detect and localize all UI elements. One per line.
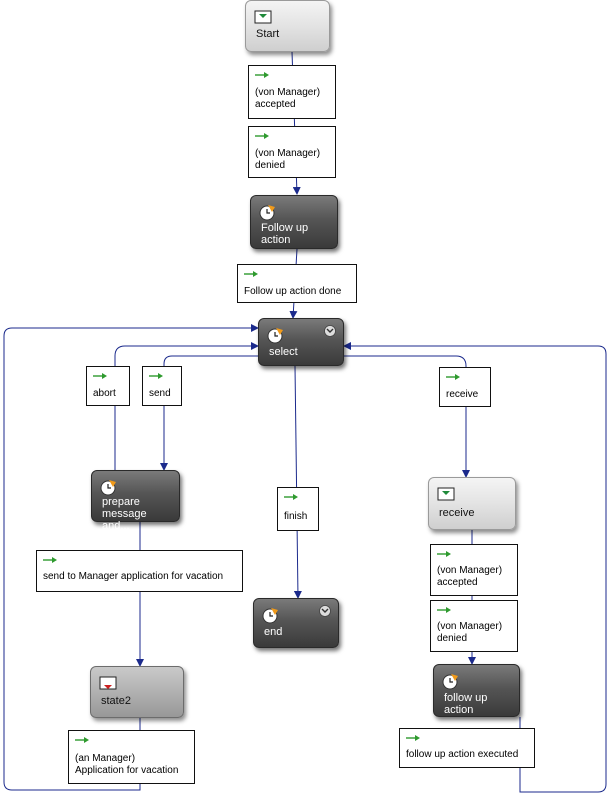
clock-icon bbox=[259, 205, 275, 221]
green-arrow-icon bbox=[255, 133, 269, 139]
guard-send[interactable]: send bbox=[142, 366, 182, 406]
state-label: state2 bbox=[101, 695, 131, 707]
state-follow-up-action[interactable]: Follow up action bbox=[250, 195, 338, 249]
state-label: Start bbox=[256, 28, 280, 40]
expand-icon[interactable] bbox=[319, 605, 331, 617]
guard-an-manager[interactable]: (an Manager) Application for vacation bbox=[68, 730, 195, 784]
envelope-icon bbox=[99, 676, 117, 690]
state-label: select bbox=[269, 346, 298, 358]
guard-accepted-top[interactable]: (von Manager) accepted bbox=[248, 65, 336, 119]
clock-icon bbox=[100, 480, 116, 496]
edge-prepare-abort-to-select bbox=[114, 342, 259, 470]
envelope-icon bbox=[254, 10, 272, 24]
guard-text: (an Manager) Application for vacation bbox=[75, 753, 179, 776]
green-arrow-icon bbox=[255, 72, 269, 78]
state-receive[interactable]: receive bbox=[428, 477, 516, 530]
state-label: follow up action bbox=[444, 692, 488, 716]
guard-text: finish bbox=[284, 511, 308, 522]
guard-text: (von Manager) denied bbox=[255, 148, 321, 171]
state-label: prepare message and... bbox=[102, 496, 147, 532]
state-start[interactable]: Start bbox=[245, 0, 330, 52]
edge-select-to-end bbox=[293, 365, 302, 599]
state-label: Follow up action bbox=[261, 222, 309, 246]
guard-receive[interactable]: receive bbox=[439, 367, 491, 407]
guard-text: (von Manager) denied bbox=[437, 621, 503, 644]
green-arrow-icon bbox=[446, 374, 460, 380]
guard-abort[interactable]: abort bbox=[86, 366, 130, 406]
guard-text: (von Manager) accepted bbox=[255, 87, 321, 110]
clock-icon bbox=[442, 674, 458, 690]
guard-text: Follow up action done bbox=[244, 286, 342, 297]
clock-icon bbox=[262, 608, 278, 624]
green-arrow-icon bbox=[406, 735, 420, 741]
guard-accepted-right[interactable]: (von Manager) accepted bbox=[430, 544, 518, 596]
green-arrow-icon bbox=[284, 494, 298, 500]
guard-denied-top[interactable]: (von Manager) denied bbox=[248, 126, 336, 178]
green-arrow-icon bbox=[93, 373, 107, 379]
guard-text: receive bbox=[446, 389, 479, 400]
state-label: receive bbox=[439, 507, 475, 519]
state-label: end bbox=[264, 626, 283, 638]
guard-finish[interactable]: finish bbox=[277, 487, 319, 531]
expand-icon[interactable] bbox=[324, 325, 336, 337]
green-arrow-icon bbox=[437, 551, 451, 557]
guard-denied-right[interactable]: (von Manager) denied bbox=[430, 600, 518, 652]
edge-select-to-prepare bbox=[160, 355, 258, 471]
guard-text: abort bbox=[93, 388, 116, 399]
state-select[interactable]: select bbox=[258, 318, 344, 366]
green-arrow-icon bbox=[149, 373, 163, 379]
guard-text: send bbox=[149, 388, 171, 399]
state-state2[interactable]: state2 bbox=[90, 666, 184, 718]
guard-follow-up-action-executed[interactable]: follow up action executed bbox=[399, 728, 535, 768]
guard-follow-up-action-done[interactable]: Follow up action done bbox=[237, 264, 357, 303]
green-arrow-icon bbox=[437, 607, 451, 613]
guard-send-to-manager[interactable]: send to Manager application for vacation bbox=[36, 550, 243, 592]
state-follow-up-action-2[interactable]: follow up action bbox=[433, 664, 520, 717]
guard-text: follow up action executed bbox=[406, 749, 519, 760]
guard-text: (von Manager) accepted bbox=[437, 565, 503, 588]
clock-icon bbox=[267, 328, 283, 344]
envelope-icon bbox=[437, 487, 455, 501]
guard-text: send to Manager application for vacation bbox=[43, 571, 224, 582]
green-arrow-icon bbox=[75, 737, 89, 743]
edge-select-to-receive bbox=[344, 355, 470, 478]
state-prepare-message[interactable]: prepare message and... bbox=[91, 470, 180, 532]
green-arrow-icon bbox=[43, 557, 57, 563]
edge-state2-loop-to-select bbox=[3, 324, 259, 791]
state-end[interactable]: end bbox=[253, 598, 339, 648]
edge-follow-up-action-loop-to-select bbox=[343, 342, 607, 793]
green-arrow-icon bbox=[244, 271, 258, 277]
